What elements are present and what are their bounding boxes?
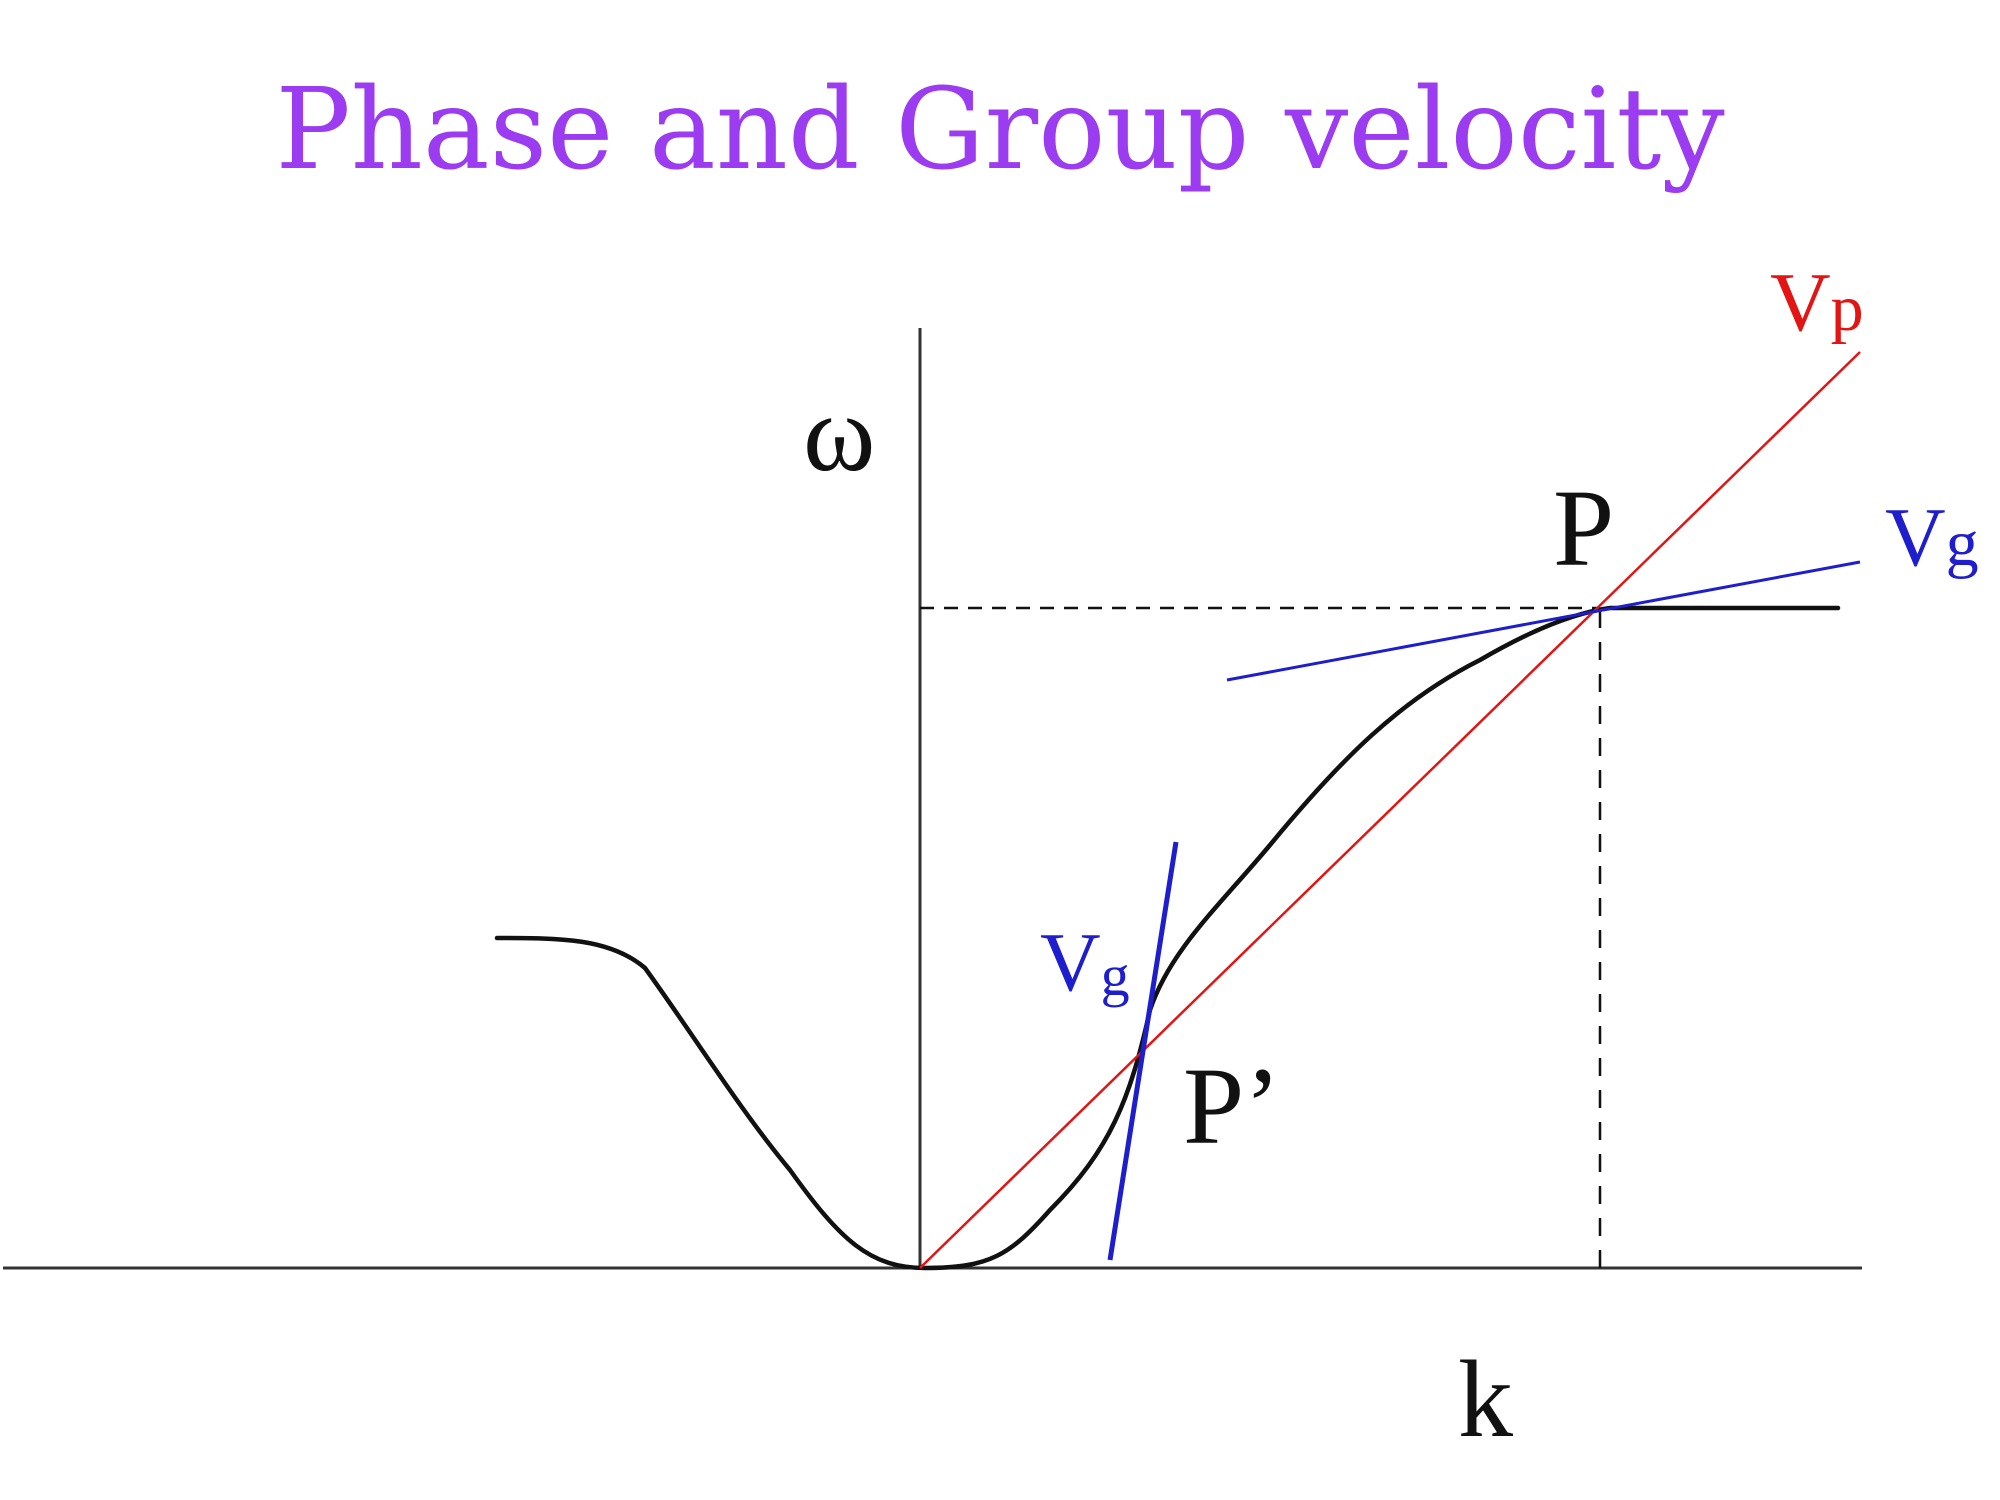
group-velocity-label-p-prime: Vg [1040,916,1130,1009]
point-p-prime-label: P’ [1183,1045,1281,1167]
group-velocity-tangent-p-prime [1107,841,1179,1261]
group-velocity-label-p: Vg [1885,491,1979,584]
phase-velocity-line [919,351,1861,1269]
dispersion-curve [494,605,1841,1271]
k-axis-label: k [1458,1338,1513,1460]
omega-axis-label: ω [803,372,875,494]
group-velocity-tangent-p [1226,560,1861,682]
phase-velocity-label: Vp [1770,256,1864,349]
point-p-label: P [1553,467,1614,589]
slide-title: Phase and Group velocity [275,65,1724,195]
